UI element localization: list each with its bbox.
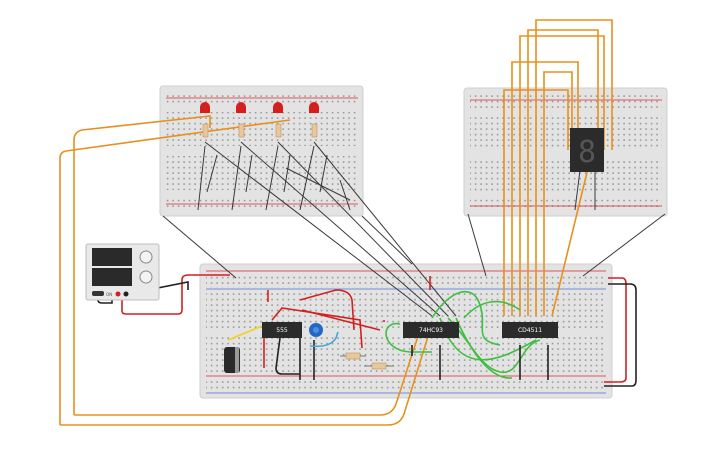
svg-text:8: 8 bbox=[578, 135, 596, 170]
led-3 bbox=[273, 102, 283, 138]
orange-wires bbox=[59, 19, 613, 426]
timer-resistors bbox=[340, 352, 394, 370]
svg-text:555: 555 bbox=[276, 327, 288, 334]
led-group bbox=[200, 102, 319, 138]
resistor-1 bbox=[202, 123, 209, 138]
leader-lines bbox=[162, 141, 666, 317]
timer-ic: 555 bbox=[262, 322, 302, 338]
power-supply: ON bbox=[85, 243, 160, 301]
resistor-2 bbox=[238, 123, 245, 138]
resistor-3 bbox=[275, 123, 282, 138]
electrolytic-capacitor bbox=[224, 347, 240, 373]
resistor-b bbox=[371, 362, 387, 370]
yellow-wire bbox=[227, 325, 263, 341]
decoder-ic: CD4511 bbox=[502, 322, 558, 338]
counter-ic: 74HC93 bbox=[403, 322, 459, 338]
psu-power-switch bbox=[92, 291, 104, 296]
led-2 bbox=[236, 102, 246, 138]
led-breadboard bbox=[159, 85, 364, 217]
svg-text:CD4511: CD4511 bbox=[518, 327, 542, 334]
psu-power-label: ON bbox=[106, 292, 112, 297]
psu-knob-icon bbox=[139, 270, 153, 284]
resistor-4 bbox=[311, 123, 318, 138]
green-wires bbox=[385, 290, 541, 379]
led-1 bbox=[200, 102, 210, 138]
blue-wire bbox=[309, 331, 339, 348]
led-4 bbox=[309, 102, 319, 138]
psu-knob-icon bbox=[139, 250, 153, 264]
potentiometer bbox=[309, 323, 323, 337]
red-wires bbox=[121, 274, 627, 383]
display-breadboard bbox=[463, 87, 668, 217]
seven-segment-display: 8 bbox=[570, 128, 604, 172]
resistor-a bbox=[345, 352, 361, 360]
svg-text:74HC93: 74HC93 bbox=[419, 327, 443, 334]
